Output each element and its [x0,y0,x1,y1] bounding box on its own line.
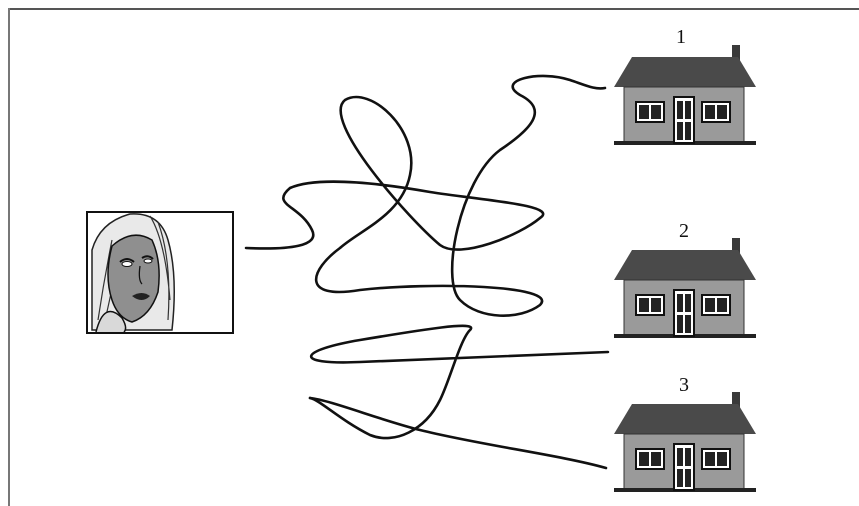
path-to-house-2 [308,324,610,440]
house-2-label: 2 [679,220,689,242]
woman-portrait [86,211,234,334]
frame-left-border [8,8,10,506]
house-1-label: 1 [676,26,686,48]
house-1 [614,45,756,145]
path-to-house-1 [244,74,607,317]
house-3 [614,392,756,492]
house-2 [614,238,756,338]
frame-top-border [8,8,859,10]
path-to-house-3 [308,396,608,470]
tangled-paths [244,74,610,470]
house-3-label: 3 [679,374,689,396]
